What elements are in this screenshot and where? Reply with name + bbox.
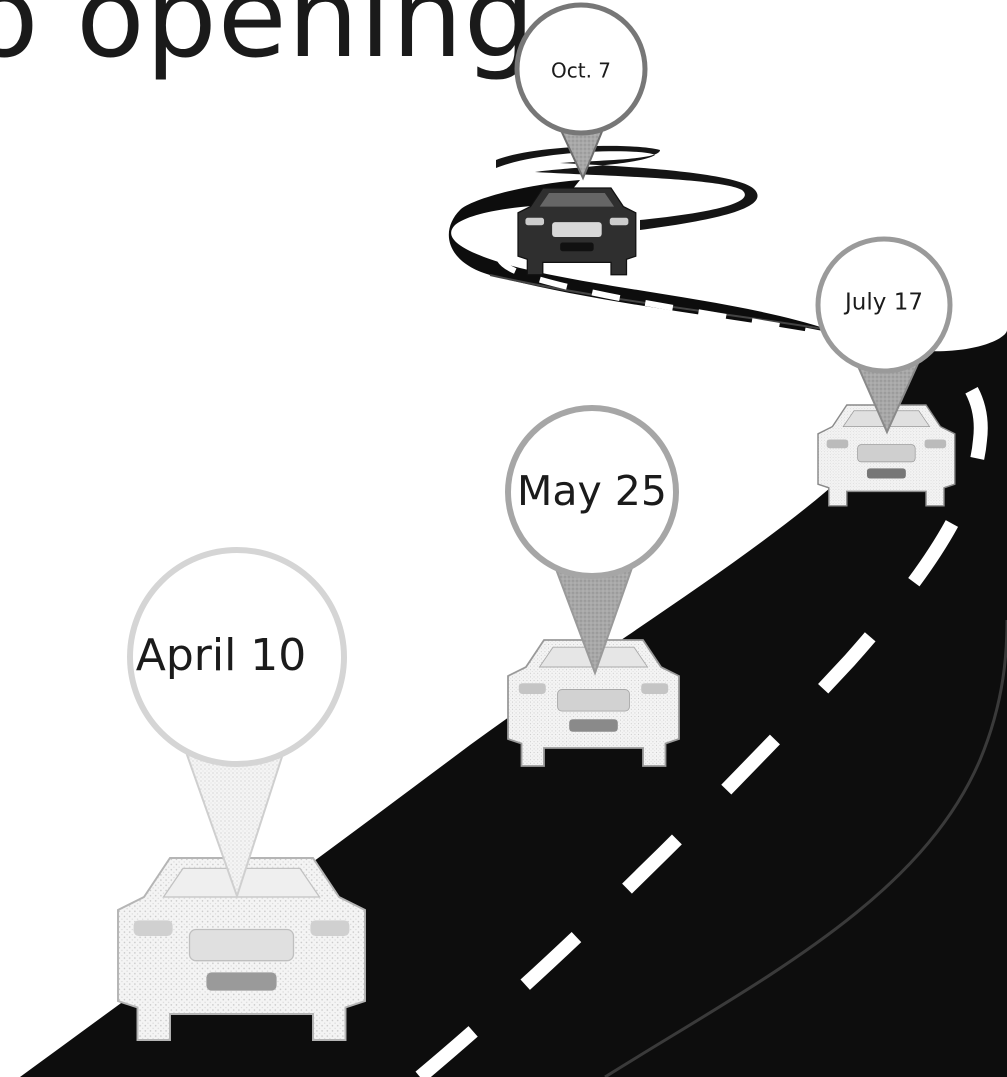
pin-april: April 10 [130, 550, 344, 896]
milestone-label: April 10 [136, 630, 307, 681]
milestone-label: May 25 [517, 467, 667, 515]
milestone-label: Oct. 7 [551, 59, 611, 83]
car-oct [518, 188, 636, 275]
milestone-label: July 17 [843, 290, 923, 316]
